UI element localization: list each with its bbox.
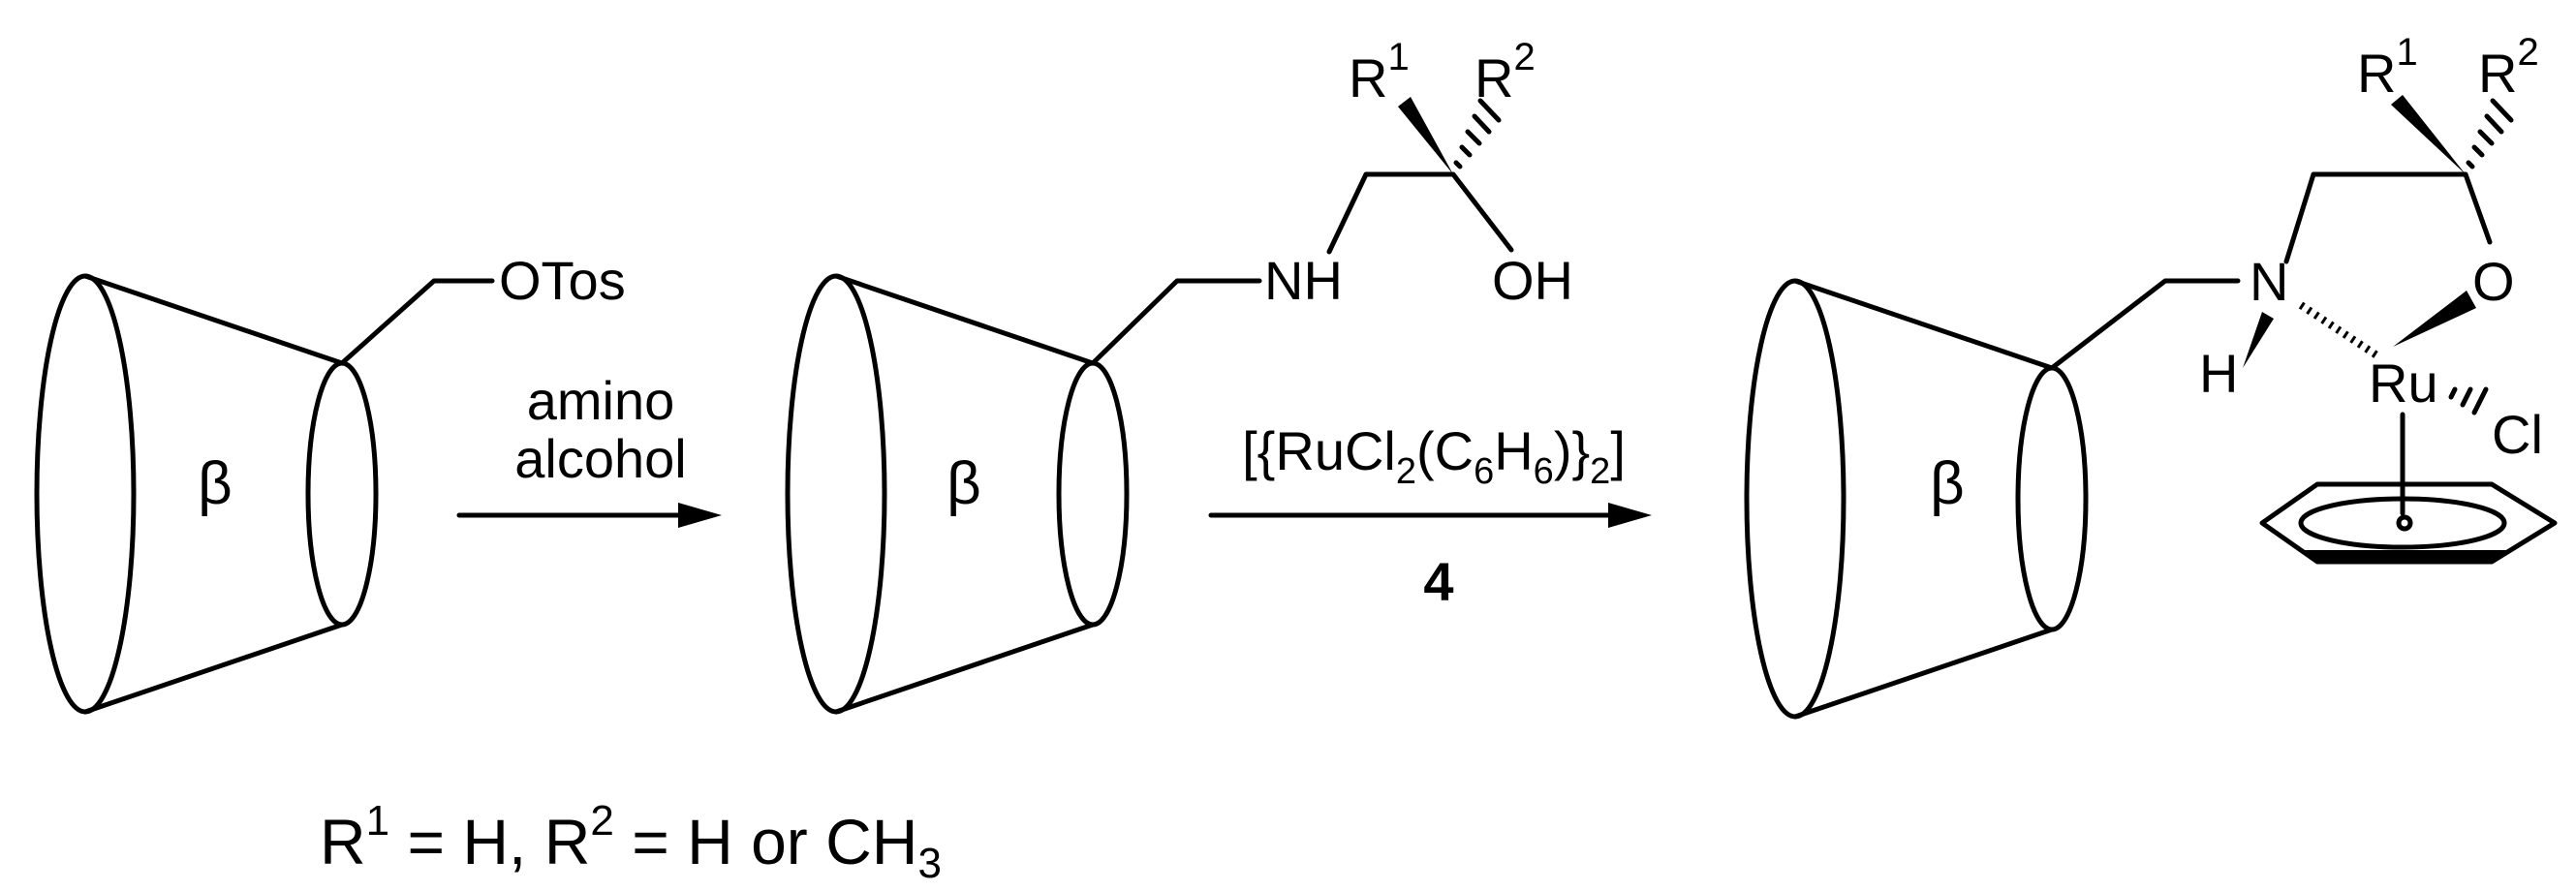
molecule-tosylate: β OTos — [37, 250, 626, 712]
reagent-alcohol: alcohol — [514, 428, 686, 489]
r1-label-2: R1 — [1349, 36, 1410, 108]
reagent-amino: amino — [527, 370, 675, 431]
arrow-head-1 — [678, 503, 722, 528]
h-atom: H — [2199, 343, 2238, 404]
linker-bond-3 — [2049, 278, 2241, 371]
chain-bonds-3 — [2283, 171, 2493, 264]
o-atom: O — [2472, 251, 2515, 312]
reaction-arrow-1: amino alcohol — [456, 370, 722, 528]
arrow-head-2 — [1608, 503, 1652, 528]
hash-bond-r2-2 — [1453, 98, 1502, 169]
substituent-footnote: R1 = H, R2 = H or CH3 — [320, 797, 942, 887]
hash-bond-ru-cl — [2448, 386, 2489, 415]
wedge-bond-nh — [2243, 312, 2274, 368]
cl-atom: Cl — [2492, 404, 2543, 465]
ruthenium-reagent: [{RuCl2(C6H6)}2] — [1242, 420, 1626, 492]
linker-bond-2 — [1090, 278, 1262, 366]
cyclodextrin-cone-3 — [1747, 281, 2086, 717]
otos-group: OTos — [499, 250, 626, 311]
beta-label-3: β — [1930, 450, 1965, 517]
chain-bonds-2 — [1326, 171, 1514, 255]
wedge-bond-ru-o — [2393, 291, 2476, 347]
r1-label-3: R1 — [2357, 31, 2418, 104]
beta-label-1: β — [198, 450, 233, 517]
molecule-ru-complex: β N R1 R2 O H Ru Cl — [1747, 31, 2558, 717]
benzene-ligand — [2259, 481, 2558, 565]
wedge-bond-r1-3 — [2391, 95, 2466, 174]
n-atom: N — [2250, 251, 2288, 312]
hash-bond-r2-3 — [2466, 98, 2514, 169]
reaction-arrow-2: [{RuCl2(C6H6)}2] 4 — [1208, 420, 1652, 612]
molecule-amino-alcohol: β NH R1 R2 OH — [788, 36, 1573, 712]
linker-bond-1 — [339, 278, 495, 366]
dative-bond-n-ru — [2298, 301, 2381, 360]
compound-number: 4 — [1423, 551, 1453, 612]
ru-atom: Ru — [2369, 353, 2438, 414]
wedge-bond-r1-2 — [1398, 97, 1453, 174]
nh-group: NH — [1264, 250, 1343, 311]
r2-label-2: R2 — [1474, 36, 1536, 108]
oh-group: OH — [1492, 250, 1573, 311]
r2-label-3: R2 — [2478, 31, 2539, 104]
beta-label-2: β — [947, 450, 981, 517]
